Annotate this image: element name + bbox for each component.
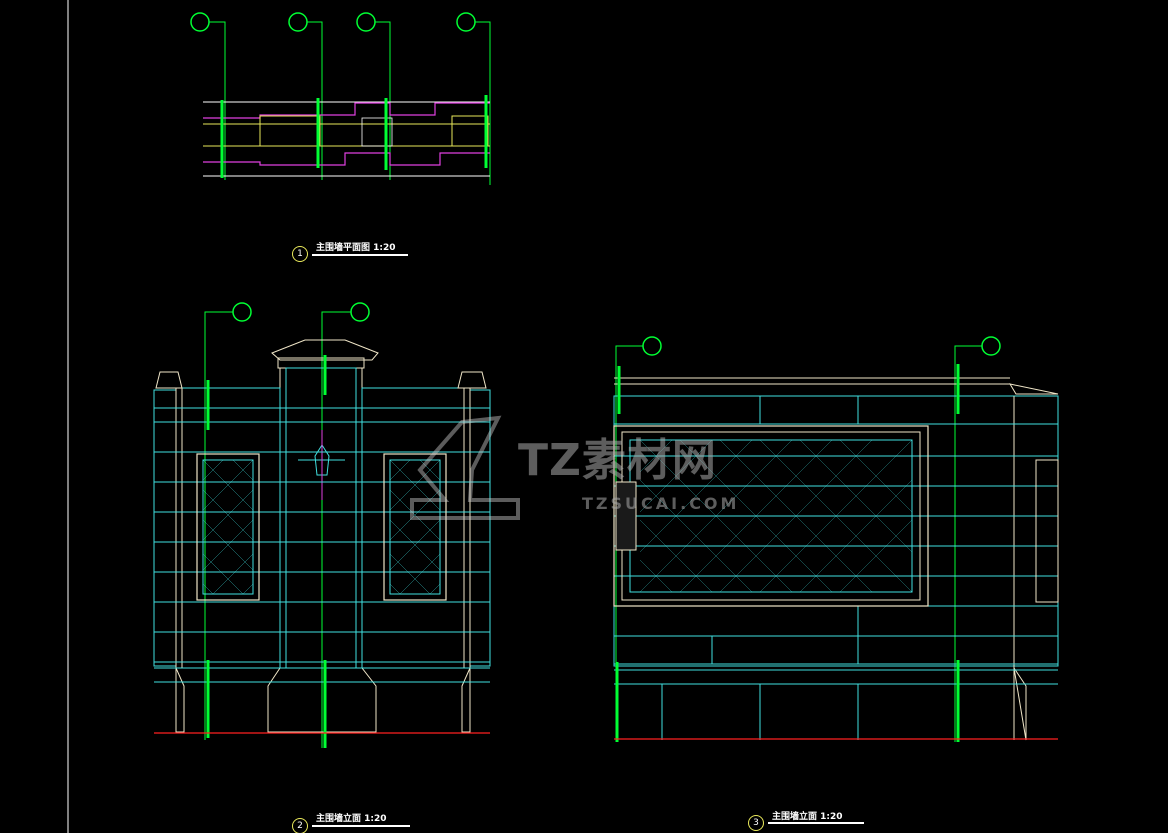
plan-axis-markers <box>190 12 491 185</box>
drawing-title-1: 主围墙平面图 1:20 <box>316 243 396 253</box>
drawing-title-2: 主围墙立面 1:20 <box>316 814 387 824</box>
drawing-number-2: 2 <box>292 818 308 833</box>
elevation-a-coursing <box>154 407 490 683</box>
drawing-number-3: 3 <box>748 815 764 831</box>
drawing-title-underline-1 <box>312 254 408 256</box>
watermark-logo-icon <box>410 415 520 520</box>
drawing-title-underline-3 <box>768 822 864 824</box>
drawing-number-1: 1 <box>292 246 308 262</box>
watermark-url: TZSUCAI.COM <box>582 494 740 513</box>
elevation-a-panels <box>196 453 447 601</box>
drawing-title-3: 主围墙立面 1:20 <box>772 812 843 822</box>
elevation-b <box>613 336 1059 742</box>
plan-axis-bars <box>220 95 488 178</box>
plan-view <box>190 12 491 185</box>
elevation-b-panel <box>613 425 1059 607</box>
elevation-a <box>153 302 491 748</box>
plan-wall-outline <box>203 101 490 177</box>
drawing-title-underline-2 <box>312 825 410 827</box>
wall-lamp-icon <box>298 430 345 500</box>
watermark-brand: TZ素材网 <box>518 435 717 486</box>
